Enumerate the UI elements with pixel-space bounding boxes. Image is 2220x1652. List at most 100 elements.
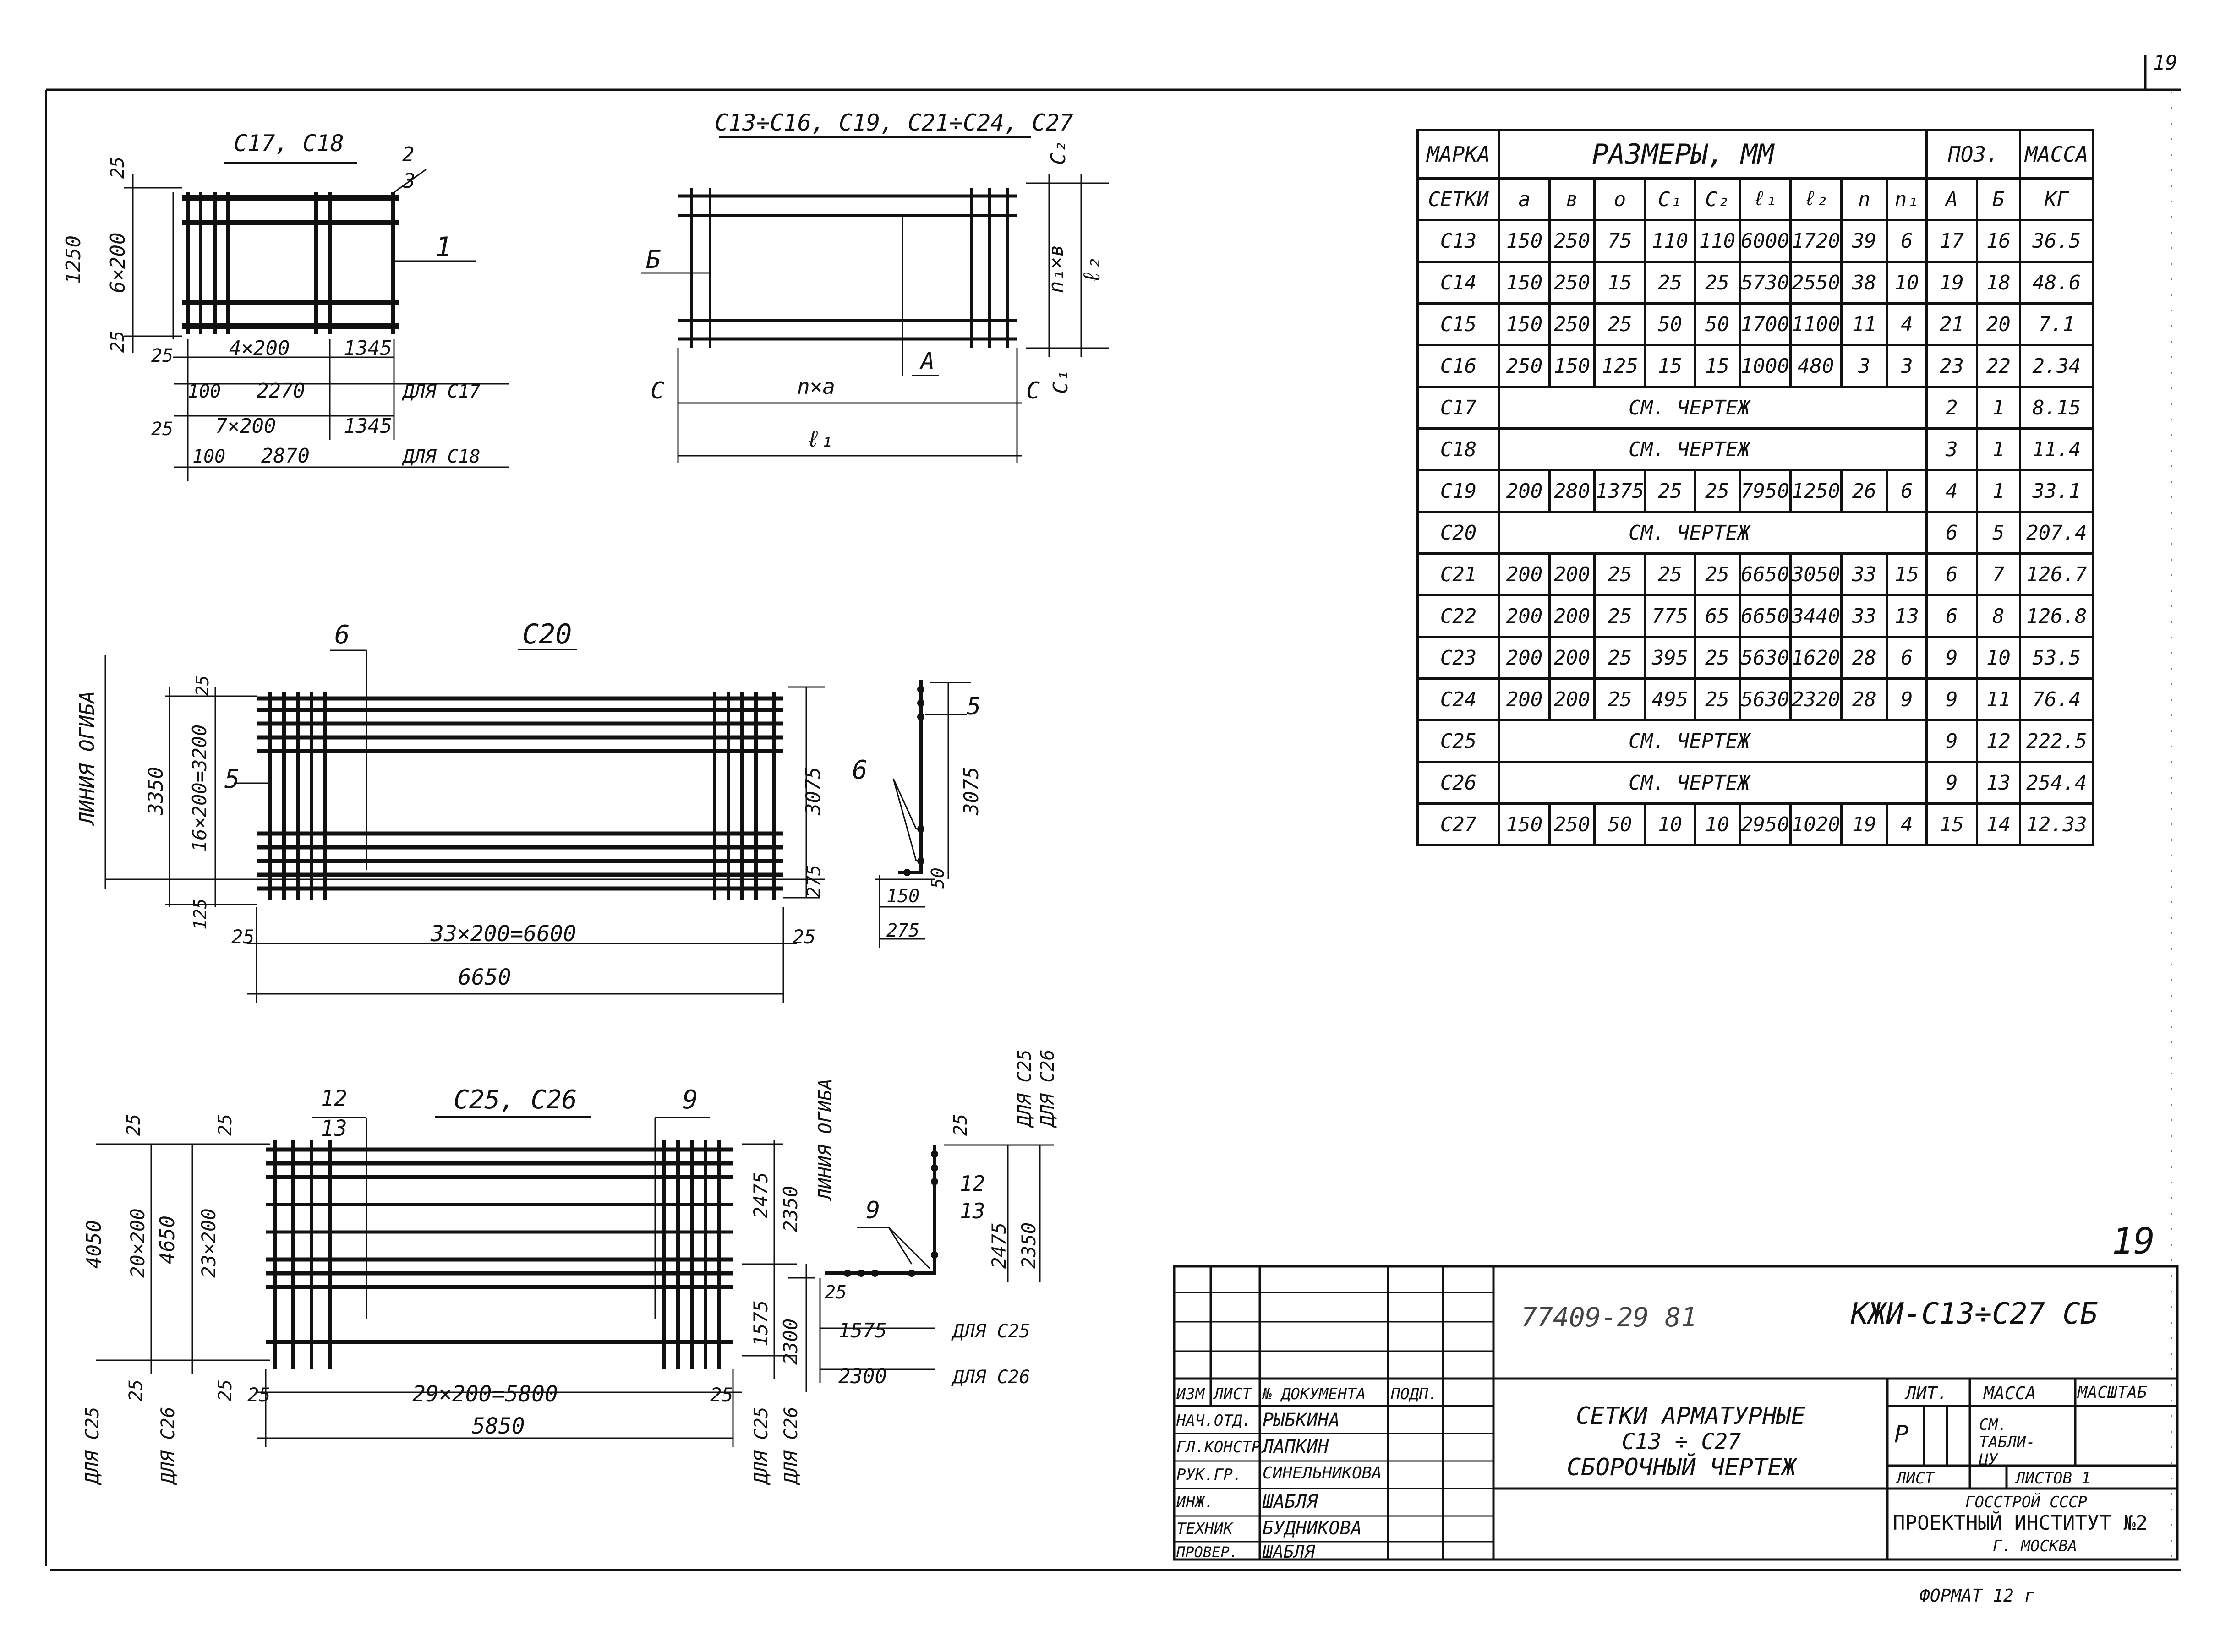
- table-cell: 25: [1593, 677, 1646, 721]
- svg-text:4×200: 4×200: [229, 337, 290, 360]
- detail-c25-dots: [844, 1150, 938, 1277]
- svg-text:25: 25: [123, 1114, 144, 1136]
- table-cell: С15: [1416, 302, 1500, 346]
- table-cell: 65: [1693, 594, 1741, 638]
- c17-title: С17, С18: [234, 130, 344, 157]
- staff-role: ТЕХНИК: [1176, 1520, 1233, 1538]
- svg-text:25: 25: [107, 157, 128, 179]
- svg-text:6×200: 6×200: [106, 233, 130, 293]
- svg-text:ДЛЯ С18: ДЛЯ С18: [402, 446, 481, 467]
- table-cell: 250: [1548, 219, 1596, 263]
- svg-text:50: 50: [928, 867, 948, 889]
- table-cell: 4: [1925, 469, 1978, 513]
- table-cell: 250: [1548, 302, 1596, 346]
- svg-text:ДЛЯ С25: ДЛЯ С25: [82, 1407, 103, 1485]
- table-cell: 126.8: [2018, 594, 2094, 638]
- svg-text:25: 25: [710, 1384, 733, 1406]
- table-cell: 200: [1498, 469, 1551, 513]
- svg-text:9: 9: [683, 1085, 698, 1115]
- table-cell: 200: [1498, 594, 1551, 638]
- table-cell: 25: [1593, 594, 1646, 638]
- sheets-label: ЛИСТОВ 1: [2016, 1469, 2091, 1488]
- table-cell: 15: [1644, 344, 1696, 388]
- staff-role: ГЛ.КОНСТР.: [1176, 1438, 1270, 1456]
- table-cell: 395: [1644, 636, 1696, 680]
- sub-header-cell: в: [1548, 177, 1596, 221]
- table-cell: 110: [1693, 219, 1741, 263]
- table-cell: 50: [1644, 302, 1696, 346]
- drawing-title-line: С13 ÷ С27: [1622, 1429, 1741, 1455]
- svg-text:100: 100: [188, 381, 221, 402]
- svg-text:1575: 1575: [838, 1319, 887, 1342]
- svg-text:23×200: 23×200: [197, 1208, 220, 1278]
- table-cell: 28: [1840, 677, 1888, 721]
- mass-label: МАССА: [1984, 1383, 2036, 1403]
- table-cell: 150: [1498, 302, 1551, 346]
- svg-text:4650: 4650: [156, 1216, 179, 1264]
- staff-name: СИНЕЛЬНИКОВА: [1263, 1464, 1382, 1483]
- table-cell: 150: [1498, 261, 1551, 305]
- table-cell: 12: [1975, 719, 2021, 763]
- table-cell: 25: [1693, 677, 1741, 721]
- table-cell: 38: [1840, 261, 1888, 305]
- lit-value: Р: [1894, 1421, 1909, 1448]
- svg-text:ЛИНИЯ ОГИБА: ЛИНИЯ ОГИБА: [76, 691, 99, 826]
- table-cell: 22: [1975, 344, 2021, 388]
- svg-text:25: 25: [231, 926, 255, 948]
- detail-c20: [104, 649, 971, 1003]
- table-cell: 75: [1593, 219, 1646, 263]
- drawing-title-line: СБОРОЧНЫЙ ЧЕРТЕЖ: [1567, 1454, 1796, 1481]
- svg-text:20×200: 20×200: [126, 1208, 149, 1278]
- table-cell: 10: [1975, 636, 2021, 680]
- positions-header: ПОЗ.: [1925, 129, 2021, 180]
- table-cell: С23: [1416, 636, 1500, 680]
- svg-text:3075: 3075: [802, 767, 825, 816]
- svg-text:275: 275: [886, 920, 919, 941]
- svg-text:275: 275: [804, 865, 825, 898]
- svg-text:25: 25: [825, 1282, 847, 1303]
- table-cell: 19: [1840, 802, 1888, 846]
- role-doc: № ДОКУМЕНТА: [1263, 1385, 1366, 1403]
- table-cell: 12.33: [2018, 802, 2094, 846]
- svg-text:1345: 1345: [344, 337, 392, 360]
- mass-header: МАССА: [2018, 129, 2094, 180]
- table-cell: 76.4: [2018, 677, 2094, 721]
- detail-c25-labels: С25, С26 12 13 9 25 25 4050 20×200 4650 …: [82, 1049, 1058, 1485]
- svg-text:6: 6: [852, 755, 868, 785]
- table-cell: 250: [1548, 261, 1596, 305]
- sub-header-cell: С₁: [1644, 177, 1696, 221]
- table-cell: 25: [1644, 261, 1696, 305]
- table-cell: С24: [1416, 677, 1500, 721]
- table-cell: 254.4: [2018, 761, 2094, 805]
- table-cell: 19: [1925, 261, 1978, 305]
- table-cell: СМ. ЧЕРТЕЖ: [1498, 427, 1928, 471]
- table-cell: 15: [1693, 344, 1741, 388]
- svg-text:ДЛЯ С26: ДЛЯ С26: [951, 1367, 1030, 1388]
- table-cell: 7.1: [2018, 302, 2094, 346]
- dimensions-header: РАЗМЕРЫ, ММ: [1498, 129, 1928, 180]
- table-cell: С18: [1416, 427, 1500, 471]
- table-cell: С20: [1416, 511, 1500, 555]
- table-cell: СМ. ЧЕРТЕЖ: [1498, 761, 1928, 805]
- table-cell: СМ. ЧЕРТЕЖ: [1498, 719, 1928, 763]
- svg-text:2350: 2350: [1017, 1222, 1040, 1269]
- svg-text:7×200: 7×200: [215, 414, 276, 438]
- table-cell: 25: [1593, 636, 1646, 680]
- svg-text:29×200=5800: 29×200=5800: [412, 1381, 558, 1407]
- table-cell: 28: [1840, 636, 1888, 680]
- table-cell: 6: [1886, 469, 1928, 513]
- table-cell: 200: [1548, 677, 1596, 721]
- staff-name: РЫБКИНА: [1263, 1410, 1340, 1431]
- table-cell: 150: [1498, 802, 1551, 846]
- table-cell: 6: [1925, 594, 1978, 638]
- table-cell: 1020: [1789, 802, 1843, 846]
- svg-text:С₁: С₁: [1049, 370, 1072, 394]
